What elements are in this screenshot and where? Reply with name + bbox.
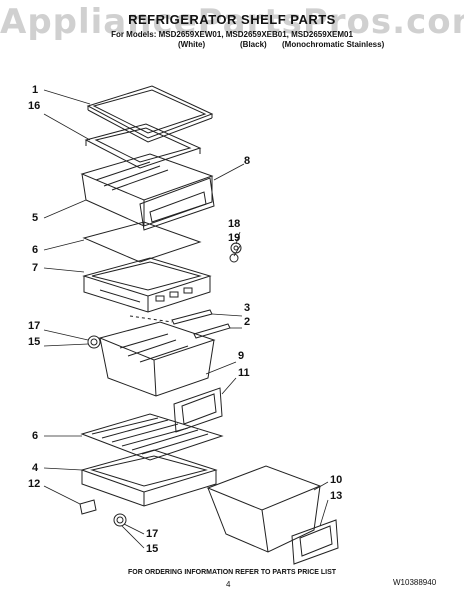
variant-stainless: (Monochromatic Stainless): [282, 40, 385, 49]
crisper-bin: [206, 465, 322, 553]
callout-17-lower: 17: [146, 528, 159, 540]
meat-pan-drawer: [98, 321, 216, 397]
callout-13: 13: [330, 490, 343, 502]
page-number: 4: [226, 580, 231, 589]
variant-white: (White): [178, 40, 206, 49]
callout-3: 3: [244, 302, 251, 314]
callout-17-upper: 17: [28, 320, 41, 332]
shelf-glass-top: [86, 85, 214, 143]
callout-4: 4: [32, 462, 39, 474]
callout-9: 9: [238, 350, 245, 362]
shelf-clip: [79, 499, 97, 515]
callout-7: 7: [32, 262, 39, 274]
drawer-rollers-lower: [113, 513, 127, 527]
callout-8: 8: [244, 155, 251, 167]
document-number: W10388940: [393, 578, 437, 587]
drawer-rollers-upper: [87, 335, 101, 349]
callout-10: 10: [330, 474, 343, 486]
callout-19: 19: [228, 232, 241, 244]
glass-panel-lower: [80, 413, 224, 461]
glass-panel-upper: [82, 221, 202, 263]
models-line: For Models: MSD2659XEW01, MSD2659XEB01, …: [111, 30, 353, 39]
shelf-frame: [84, 123, 202, 169]
callout-6-lower: 6: [32, 430, 39, 442]
callout-2: 2: [244, 316, 251, 328]
crisper-drawer-assembly: [80, 153, 215, 231]
ordering-note: FOR ORDERING INFORMATION REFER TO PARTS …: [127, 569, 337, 576]
callout-5: 5: [32, 212, 39, 224]
shelf-frame-trim: [82, 257, 212, 313]
shelf-fittings-small: [229, 242, 242, 263]
bin-cover-front: [291, 519, 339, 565]
callout-15-lower: 15: [146, 543, 159, 555]
callout-6-upper: 6: [32, 244, 39, 256]
drawer-cover-front: [173, 387, 223, 433]
callout-leader-lines: [43, 89, 329, 549]
callout-12: 12: [28, 478, 41, 490]
callout-1: 1: [32, 84, 39, 96]
callout-15-upper: 15: [28, 336, 41, 348]
page-title: REFRIGERATOR SHELF PARTS: [128, 12, 336, 27]
callout-11: 11: [238, 367, 250, 379]
bottom-shelf-frame: [80, 449, 218, 507]
variant-black: (Black): [240, 40, 267, 49]
callout-18: 18: [228, 218, 241, 230]
callout-16: 16: [28, 100, 41, 112]
site-watermark: AppliancePartsPros.com: [0, 2, 464, 42]
